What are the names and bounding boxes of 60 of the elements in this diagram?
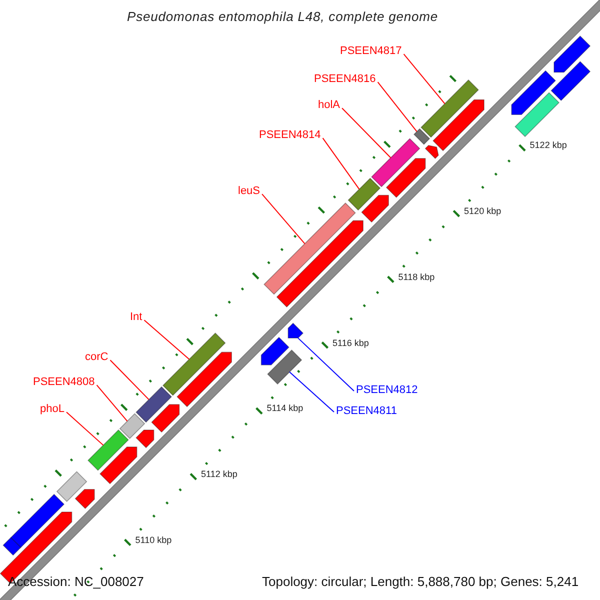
gene-bar xyxy=(10,494,65,548)
leader-line xyxy=(289,372,334,412)
gene-bar xyxy=(119,413,146,440)
scale-label: 5116 kbp xyxy=(332,338,369,348)
leader-line xyxy=(262,194,306,244)
gene-label: phoL xyxy=(40,403,64,416)
gene-segment xyxy=(276,220,364,308)
leader-line xyxy=(377,82,418,132)
gene-label: PSEEN4816 xyxy=(314,73,376,86)
gene-label: holA xyxy=(318,99,340,112)
gene-segment xyxy=(424,144,439,160)
gene-segment xyxy=(432,99,484,152)
gene-bar xyxy=(420,79,479,138)
gene-bar xyxy=(56,471,88,502)
gene-label: corC xyxy=(85,351,108,364)
gene-segment xyxy=(74,488,95,510)
scale-label: 5120 kbp xyxy=(464,207,502,217)
gene-bar xyxy=(162,332,226,396)
leader-line xyxy=(110,360,150,400)
leader-line xyxy=(403,54,446,104)
gene-label: PSEEN4814 xyxy=(259,129,321,142)
scale-label: 5118 kbp xyxy=(398,272,435,283)
leader-line xyxy=(342,108,392,158)
scale-label: 5114 kbp xyxy=(266,404,304,414)
gene-bar xyxy=(264,202,356,295)
gene-label: PSEEN4808 xyxy=(33,376,95,388)
gene-segment xyxy=(100,446,138,484)
gene-label: PSEEN4812 xyxy=(356,384,418,396)
gene-bar xyxy=(267,350,302,385)
leader-line xyxy=(96,384,128,422)
gene-segment xyxy=(136,430,154,448)
gene-label: Int xyxy=(130,311,142,324)
gene-bar xyxy=(413,128,430,145)
gene-bar xyxy=(371,138,420,188)
gene-segment xyxy=(288,322,304,338)
gene-label: PSEEN4811 xyxy=(336,405,397,418)
leader-line xyxy=(322,138,360,190)
gene-label: PSEEN4817 xyxy=(340,45,402,58)
gene-label: leuS xyxy=(238,185,260,198)
scale-label: 5122 kbp xyxy=(530,141,567,152)
gene-bar xyxy=(87,429,129,471)
scale-label: 5112 kbp xyxy=(201,470,238,480)
gene-bar xyxy=(2,536,22,556)
gene-segment xyxy=(176,352,232,408)
gene-bar xyxy=(136,386,172,423)
leader-line xyxy=(144,320,190,360)
title: Pseudomonas entomophila L48, complete genome xyxy=(127,10,438,24)
leader-line xyxy=(66,412,104,446)
gene-bar xyxy=(348,178,381,211)
gene-segment xyxy=(386,158,426,198)
scale-label: 5110 kbp xyxy=(135,536,172,546)
gene-segment xyxy=(511,70,556,116)
leader-line xyxy=(298,338,354,392)
gene-segment xyxy=(361,194,389,223)
gene-bar xyxy=(514,92,560,138)
gene-segment xyxy=(554,36,591,73)
gene-segment xyxy=(151,404,180,433)
footer-text: Topology: circular; Length: 5,888,780 bp; Genes: 5,241 xyxy=(262,575,579,590)
gene-segment xyxy=(260,336,290,366)
gene-bar xyxy=(550,61,591,102)
